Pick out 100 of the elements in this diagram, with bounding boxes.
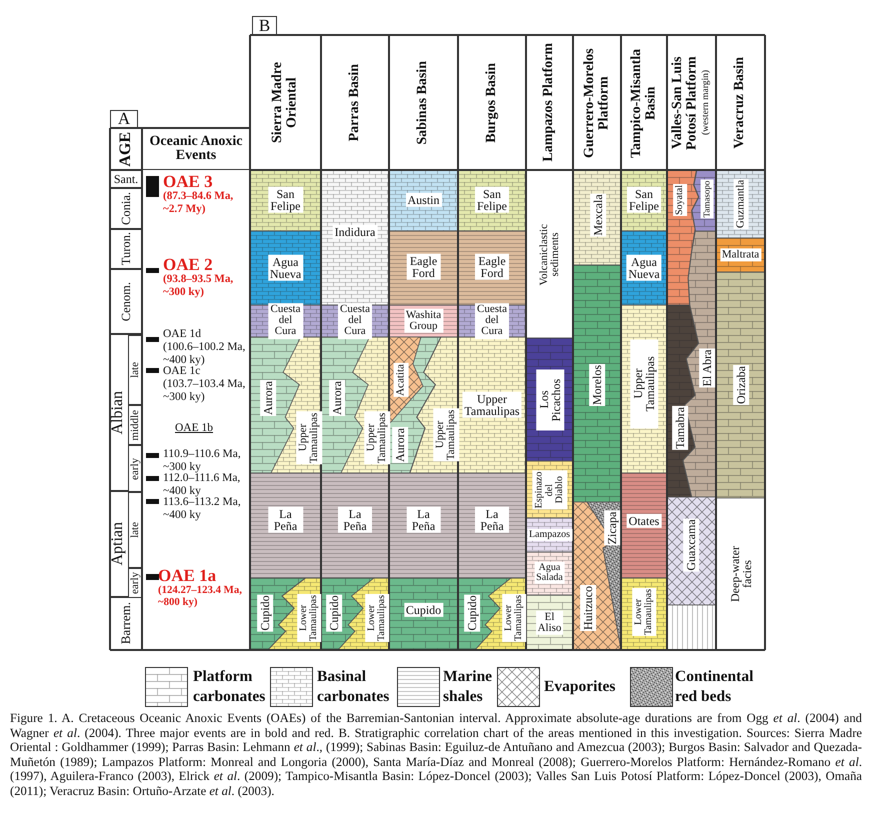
stage-name: middle xyxy=(130,410,142,440)
stage-name: early xyxy=(130,458,142,480)
formation-unit xyxy=(250,231,321,305)
formation-name: Mexcala xyxy=(590,193,606,237)
panel-letter-box xyxy=(110,110,138,128)
formation-unit xyxy=(526,552,573,595)
panel-letter: B xyxy=(258,16,270,34)
formation-name: Espinazo del Diablo xyxy=(532,470,567,510)
formation-unit xyxy=(458,337,526,473)
formation-name: Upper Tamaulipas xyxy=(296,412,322,464)
event-label: 110.9–110.6 Ma, ~300 ky xyxy=(163,448,242,474)
event-name: OAE 2 xyxy=(163,255,214,274)
stage-name: Cenom. xyxy=(120,282,132,322)
formation-unit xyxy=(271,337,321,473)
formation-name: Soyatal xyxy=(672,184,688,216)
formation-unit xyxy=(692,170,716,231)
formation-unit xyxy=(389,231,458,305)
formation-unit xyxy=(716,272,765,498)
formation-name: Otates xyxy=(626,514,662,528)
column-title: Tampico-Misantla Basin xyxy=(630,46,658,160)
formation-name: San Felipe xyxy=(475,186,509,214)
formation-name: La Peña xyxy=(406,506,441,534)
formation-unit xyxy=(458,231,526,305)
formation-name: Cupido xyxy=(326,594,342,632)
column-title: Parras Basin xyxy=(348,64,362,142)
column-title: Burgos Basin xyxy=(484,62,500,142)
formation-name: Lower Tamaulipas xyxy=(502,594,526,642)
stage-name: Sant. xyxy=(114,172,138,186)
formation-unit xyxy=(321,170,389,305)
formation-name: Lampazos xyxy=(526,528,572,542)
formation-unit xyxy=(458,305,526,337)
formation-unit xyxy=(667,170,698,305)
formation-name: Cupido xyxy=(404,602,444,618)
formation-unit xyxy=(526,338,573,461)
formation-unit xyxy=(667,497,716,605)
formation-unit xyxy=(621,231,667,305)
legend-label: Continental red beds xyxy=(675,667,754,708)
formation-name: San Felipe xyxy=(268,186,304,214)
formation-unit xyxy=(389,170,458,231)
formation-name: El Abra xyxy=(698,348,716,388)
formation-unit xyxy=(321,305,389,337)
formation-name: Guzmantla xyxy=(732,178,748,230)
formation-name: Lower Tamaulipas xyxy=(632,588,656,636)
formation-name: La Peña xyxy=(268,506,304,534)
panel-letter: A xyxy=(118,110,130,128)
formation-unit xyxy=(458,170,526,231)
formation-name: Upper Tamaulipas xyxy=(364,412,390,464)
formation-unit xyxy=(526,518,573,552)
legend-label: Platform carbonates xyxy=(193,667,266,708)
event-age: (87.3–84.6 Ma, ~2.7 My) xyxy=(163,190,234,216)
legend-label: Basinal carbonates xyxy=(317,667,390,708)
stage-name: late xyxy=(130,522,142,538)
formation-name: Los Picachos xyxy=(535,370,564,430)
event-label: (100.6–100.2 Ma, ~400 ky) xyxy=(163,341,246,366)
formation-unit xyxy=(716,170,765,238)
stage-box xyxy=(110,170,142,188)
formation-unit xyxy=(321,473,389,578)
formation-name: Tamasopo xyxy=(700,180,714,218)
event-label: OAE 1d xyxy=(163,328,202,342)
formation-name: Eagle Ford xyxy=(406,254,441,280)
formation-name: Cuesta del Cura xyxy=(338,303,372,339)
formation-unit xyxy=(458,473,526,578)
stage-box xyxy=(110,491,142,597)
column-title: AGE xyxy=(118,132,134,166)
formation-name: Cupido xyxy=(256,594,274,632)
formation-unit xyxy=(526,595,573,650)
formation-name: Agua Nueva xyxy=(268,254,304,282)
stage-box xyxy=(110,334,142,491)
event-age: (124.27–123.4 Ma, ~800 ky) xyxy=(158,584,243,609)
formation-unit xyxy=(667,305,698,497)
stage-name: early xyxy=(130,572,142,594)
stage-box xyxy=(110,229,142,269)
formation-unit xyxy=(341,337,389,473)
formation-name: Agua Nueva xyxy=(626,254,662,282)
stage-name: Barrem. xyxy=(119,602,133,645)
event-name: OAE 1a xyxy=(158,566,218,586)
stage-box xyxy=(110,188,142,229)
formation-name: Huitzuco xyxy=(580,585,596,631)
stage-name: late xyxy=(130,362,142,378)
formation-name: Cuesta del Cura xyxy=(475,303,509,339)
stage-name: Aptian xyxy=(110,522,127,566)
figure-caption: Figure 1. A. Cretaceous Oceanic Anoxic Events (OAEs) of the Barremian-Santonian interval. Approximate absolute-age durations are from Ogg et al. (2004) and Wagner et al. (2004). Three major events are in bold and red. B. Stratigraphic correlation chart of the areas mentioned in this investigation. Sources: Sierra Madre Oriental : Goldhammer (1999); Parras Basin: Lehmann et al., (1999); Sabinas Basin: Eguiluz-de Antuñano and Amezcua (2003); Burgos Basin: Salvador and Quezada-Muñetón (1989); Lampazos Platform: Monreal and Longoria (2000), Santa María-Díaz and Monreal (2008); Guerrero-Morelos Platform: Hernández-Romano et al. (1997), Aguilera-Franco (2003), Elrick et al. (2009); Tampico-Misantla Basin: López-Doncel (2003); Valles San Luis Potosí Platform: López-Doncel (2003), Omaña (2011); Veracruz Basin: Ortuño-Arzate et al. (2003). xyxy=(10,711,862,799)
formation-unit xyxy=(716,498,765,650)
formation-name: Eagle Ford xyxy=(475,254,509,280)
formation-name: Cupido xyxy=(464,594,480,632)
stage-name: Albian xyxy=(110,390,127,434)
formation-unit xyxy=(716,238,765,272)
formation-name: Tamabra xyxy=(672,406,688,450)
hatched-interval xyxy=(667,605,716,650)
formation-unit xyxy=(250,473,321,578)
legend-label: Evaporites xyxy=(544,677,616,697)
panel-letter-box xyxy=(252,16,277,35)
formation-name: La Peña xyxy=(338,506,372,534)
stage-name: Conia. xyxy=(120,192,132,225)
column-title: Guerrero-Morelos Platform xyxy=(582,46,612,160)
event-label: OAE 1b xyxy=(175,422,214,436)
column-title: Veracruz Basin xyxy=(733,56,748,148)
formation-name: Aurora xyxy=(392,427,408,463)
formation-name: San Felipe xyxy=(627,186,661,214)
formation-unit xyxy=(250,170,321,231)
